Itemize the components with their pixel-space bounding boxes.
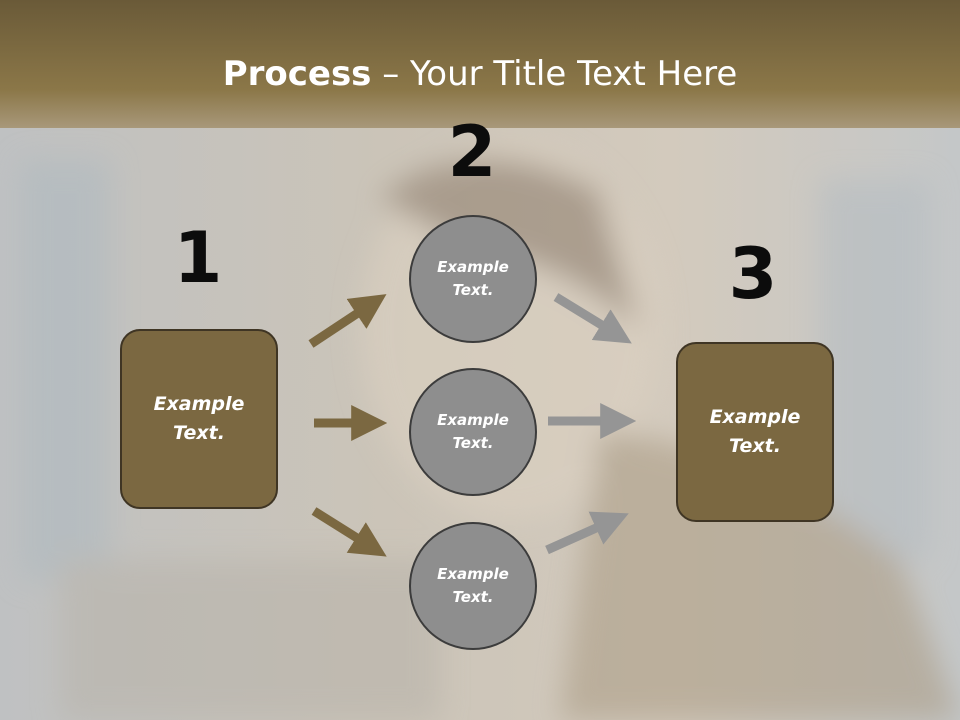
step-3-label: Example Text. [709,406,801,457]
step-1-box: Example Text. [120,329,278,509]
arrow-from-circle-3 [545,511,629,555]
step-1-label: Example Text. [153,393,245,444]
step-number-1: 1 [173,217,223,299]
arrow-to-circle-3 [311,507,387,557]
title-rest: – Your Title Text Here [371,54,738,94]
step-2-circle-3: Example Text. [409,522,537,650]
step-3-box: Example Text. [676,342,834,522]
circle-3-label: Example Text. [437,565,509,606]
step-number-3: 3 [728,233,778,315]
title-bold: Process [222,54,372,94]
circle-1-label: Example Text. [437,258,509,299]
page-title: Process – Your Title Text Here [0,52,960,96]
circle-2-label: Example Text. [437,411,509,452]
step-number-2: 2 [447,111,497,193]
arrow-to-circle-1 [308,294,387,348]
step-2-circle-2: Example Text. [409,368,537,496]
step-2-circle-1: Example Text. [409,215,537,343]
arrow-from-circle-1 [553,293,632,344]
